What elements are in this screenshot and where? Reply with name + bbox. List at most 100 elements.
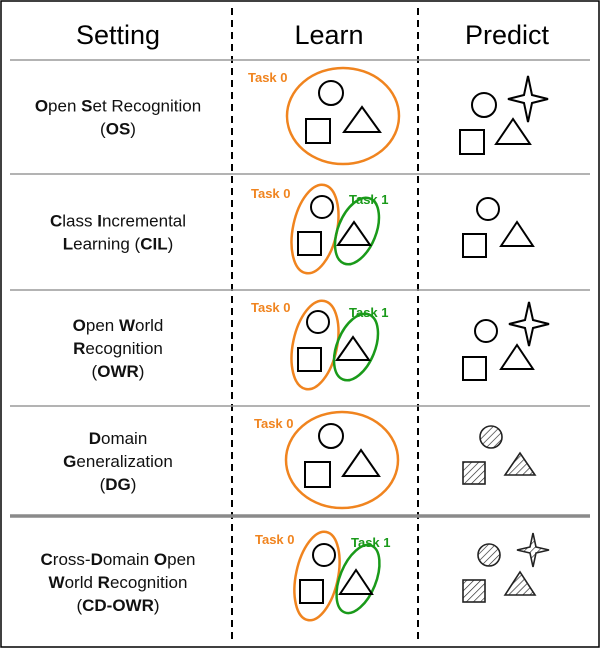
setting-label-line: (OS) bbox=[100, 120, 136, 139]
circle-shape bbox=[476, 197, 500, 221]
setting-label-bold: G bbox=[63, 452, 76, 471]
setting-label-line: Cross-Domain Open bbox=[41, 550, 196, 569]
setting-label-text: ) bbox=[139, 362, 145, 381]
star-shape bbox=[507, 75, 549, 123]
setting-label-text: ( bbox=[76, 596, 82, 615]
setting-label-text: pen bbox=[86, 316, 119, 335]
setting-label-bold: S bbox=[81, 97, 92, 116]
circle-shape bbox=[310, 195, 334, 219]
setting-label-bold: R bbox=[98, 573, 110, 592]
learn-cdowr: Task 0 Task 1 bbox=[255, 530, 391, 622]
learn-dg: Task 0 bbox=[254, 410, 400, 510]
circle-shape bbox=[474, 319, 498, 343]
task-1-ellipse bbox=[335, 543, 381, 615]
header-setting: Setting bbox=[76, 20, 160, 50]
circle-shape bbox=[318, 80, 344, 106]
circle-shape bbox=[306, 310, 330, 334]
triangle-shape bbox=[341, 448, 381, 477]
square-shape bbox=[304, 461, 331, 488]
task-0-label: Task 0 bbox=[255, 532, 295, 547]
setting-label-bold: C bbox=[50, 212, 62, 231]
setting-label-line: (OWR) bbox=[92, 362, 145, 381]
header-predict: Predict bbox=[465, 20, 550, 50]
setting-label-text: omain bbox=[103, 550, 154, 569]
hatched-star-shape bbox=[516, 532, 550, 568]
setting-label-line: Domain bbox=[89, 429, 148, 448]
setting-label-text: ecognition bbox=[110, 573, 188, 592]
setting-label-text: ) bbox=[131, 475, 137, 494]
task-1-label: Task 1 bbox=[349, 305, 389, 320]
task-0-ellipse bbox=[293, 530, 341, 622]
setting-label-text: eneralization bbox=[76, 452, 172, 471]
task-0-label: Task 0 bbox=[251, 300, 291, 315]
circle-shape bbox=[312, 543, 336, 567]
learn-os: Task 0 bbox=[248, 66, 401, 166]
setting-label-text: orld bbox=[65, 573, 98, 592]
setting-label-text: ross- bbox=[53, 550, 91, 569]
learn-cil: Task 0 Task 1 bbox=[251, 183, 389, 275]
setting-label-bold: O bbox=[154, 550, 167, 569]
setting-label-line: (CD-OWR) bbox=[76, 596, 159, 615]
hatched-square-shape bbox=[462, 461, 486, 485]
hatched-square-shape bbox=[462, 579, 486, 603]
setting-label-line: Learning (CIL) bbox=[63, 235, 174, 254]
triangle-shape bbox=[338, 568, 374, 595]
triangle-shape bbox=[494, 117, 532, 145]
setting-label-text: ( bbox=[100, 475, 106, 494]
predict-cil bbox=[462, 197, 535, 258]
setting-label-text: omain bbox=[101, 429, 147, 448]
setting-label-bold: OWR bbox=[97, 362, 139, 381]
setting-label-text: earning ( bbox=[73, 235, 140, 254]
task-1-label: Task 1 bbox=[351, 535, 391, 550]
task-0-ellipse bbox=[284, 410, 400, 510]
setting-label-bold: DG bbox=[105, 475, 131, 494]
square-shape bbox=[305, 118, 331, 144]
setting-label-bold: W bbox=[49, 573, 66, 592]
task-1-label: Task 1 bbox=[349, 192, 389, 207]
setting-label-line: Class Incremental bbox=[50, 212, 186, 231]
setting-label-text: orld bbox=[135, 316, 163, 335]
setting-label-text: ) bbox=[154, 596, 160, 615]
setting-label-bold: C bbox=[41, 550, 53, 569]
hatched-triangle-shape bbox=[503, 570, 537, 596]
task-0-label: Task 0 bbox=[251, 186, 291, 201]
setting-label-line: Open World bbox=[73, 316, 164, 335]
square-shape bbox=[297, 347, 322, 372]
setting-label-line: World Recognition bbox=[49, 573, 188, 592]
setting-label-bold: R bbox=[73, 339, 85, 358]
square-shape bbox=[297, 231, 322, 256]
setting-label-bold: L bbox=[63, 235, 73, 254]
star-shape bbox=[508, 301, 550, 347]
setting-label-text: ( bbox=[92, 362, 98, 381]
square-shape bbox=[459, 129, 485, 155]
setting-label-line: Open Set Recognition bbox=[35, 97, 201, 116]
task-1-ellipse bbox=[333, 196, 381, 266]
square-shape bbox=[462, 233, 487, 258]
hatched-triangle-shape bbox=[503, 451, 537, 476]
setting-label-line: Generalization bbox=[63, 452, 173, 471]
triangle-shape bbox=[336, 220, 372, 246]
setting-label-bold: O bbox=[73, 316, 86, 335]
hatched-circle-shape bbox=[479, 425, 503, 449]
setting-labels: Open Set Recognition(OS)Class Incrementa… bbox=[35, 97, 201, 616]
setting-label-bold: O bbox=[35, 97, 48, 116]
setting-label-text: pen bbox=[167, 550, 195, 569]
setting-label-bold: CIL bbox=[140, 235, 167, 254]
setting-label-bold: CD-OWR bbox=[82, 596, 154, 615]
setting-label-text: ) bbox=[130, 120, 136, 139]
setting-label-bold: I bbox=[97, 212, 102, 231]
setting-label-bold: D bbox=[91, 550, 103, 569]
setting-label-text: ncremental bbox=[102, 212, 186, 231]
hatched-circle-shape bbox=[477, 543, 501, 567]
square-shape bbox=[299, 579, 324, 604]
setting-label-line: Recognition bbox=[73, 339, 163, 358]
circle-shape bbox=[318, 423, 344, 449]
setting-label-text: ) bbox=[168, 235, 174, 254]
square-shape bbox=[462, 356, 487, 381]
circle-shape bbox=[471, 92, 497, 118]
setting-label-text: ecognition bbox=[85, 339, 163, 358]
setting-label-text: lass bbox=[62, 212, 97, 231]
triangle-shape bbox=[335, 335, 371, 361]
predict-cdowr bbox=[462, 532, 550, 603]
